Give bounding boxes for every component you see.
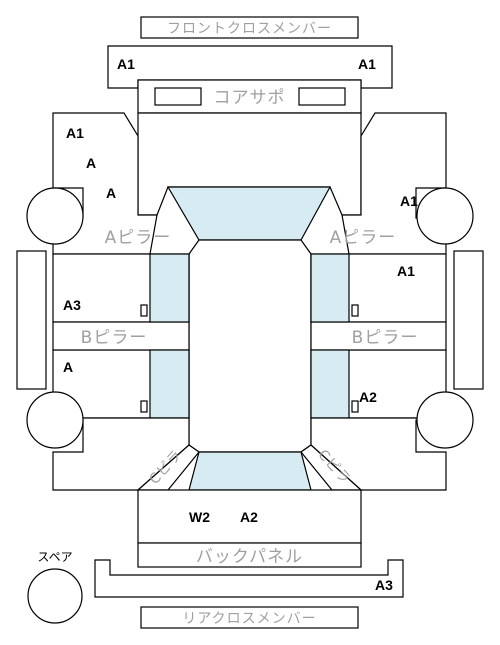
- headlight-right[interactable]: [298, 87, 346, 106]
- side-skirt-right[interactable]: [453, 250, 484, 390]
- mark-back-panel-1: W2: [189, 509, 210, 525]
- headlight-left[interactable]: [154, 87, 202, 106]
- mark-front-member-right: A1: [358, 56, 376, 72]
- b-pillar-right[interactable]: [310, 321, 447, 351]
- a-pillar-right-label: Aピラー: [330, 228, 397, 248]
- front-cross-member-box[interactable]: [140, 16, 359, 39]
- mark-rear-door-right: A2: [359, 389, 377, 405]
- front-window-right[interactable]: [310, 253, 350, 323]
- spare-label: スペア: [37, 550, 72, 564]
- front-wheel-left[interactable]: [26, 187, 84, 245]
- rear-cross-member-box[interactable]: [140, 606, 359, 629]
- door-handle-front-left: [140, 304, 148, 317]
- rear-quarter-left[interactable]: [52, 417, 190, 491]
- mark-fender-left-2: A: [86, 155, 96, 171]
- mark-front-door-left: A3: [63, 297, 81, 313]
- rear-quarter-right[interactable]: [310, 417, 447, 491]
- rear-window[interactable]: [188, 451, 312, 491]
- b-pillar-right-label: Bピラー: [352, 328, 419, 348]
- a-pillar-left-label: Aピラー: [105, 228, 172, 248]
- roof[interactable]: [188, 239, 312, 453]
- mark-rear-member: A3: [375, 577, 393, 593]
- mark-fender-right: A1: [400, 193, 418, 209]
- door-handle-rear-right: [351, 400, 359, 413]
- front-wheel-right[interactable]: [416, 187, 474, 245]
- rear-wheel-left[interactable]: [26, 391, 84, 449]
- front-cross-member-label: フロントクロスメンバー: [167, 21, 332, 37]
- b-pillar-left-label: Bピラー: [81, 328, 148, 348]
- mark-back-panel-2: A2: [240, 509, 258, 525]
- door-handle-front-right: [351, 304, 359, 317]
- b-pillar-left[interactable]: [52, 321, 190, 351]
- rear-window-left[interactable]: [149, 349, 190, 419]
- rear-member[interactable]: [94, 559, 404, 598]
- back-panel-box[interactable]: [137, 542, 362, 568]
- mark-front-door-right: A1: [397, 263, 415, 279]
- rear-wheel-right[interactable]: [416, 391, 474, 449]
- back-panel-label: バックパネル: [196, 547, 303, 567]
- mark-fender-left-1: A1: [66, 125, 84, 141]
- front-window-left[interactable]: [149, 253, 190, 323]
- mark-front-member-left: A1: [117, 56, 135, 72]
- rear-cross-member-label: リアクロスメンバー: [182, 611, 316, 627]
- windshield[interactable]: [166, 186, 332, 241]
- spare-tire[interactable]: [27, 568, 83, 624]
- door-handle-rear-left: [140, 400, 148, 413]
- core-support-label: コアサポ: [214, 88, 286, 108]
- mark-fender-left-3: A: [106, 185, 116, 201]
- side-skirt-left[interactable]: [16, 250, 47, 390]
- trunk-lid[interactable]: [137, 489, 362, 544]
- rear-window-right[interactable]: [310, 349, 350, 419]
- mark-rear-door-left: A: [63, 359, 73, 375]
